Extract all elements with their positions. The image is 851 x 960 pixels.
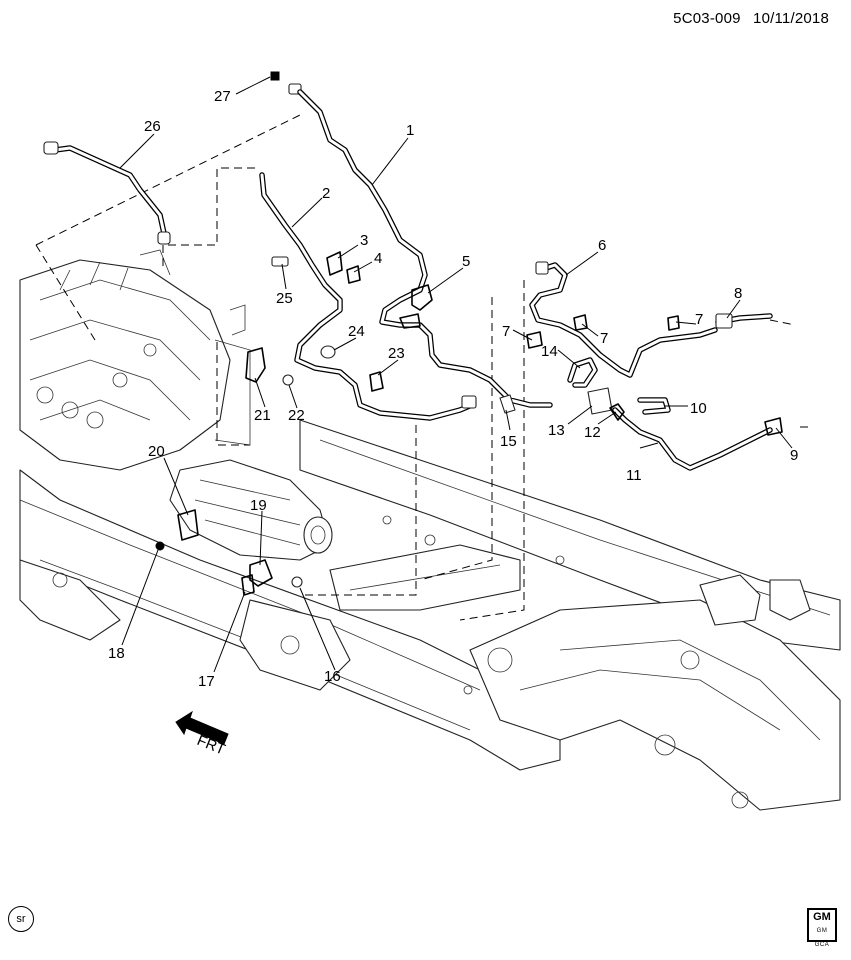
callout-22: 22	[288, 407, 305, 424]
callout-14: 14	[541, 343, 558, 360]
callout-2: 2	[322, 185, 330, 202]
callout-26: 26	[144, 118, 161, 135]
callout-4: 4	[374, 250, 382, 267]
sr-badge: sr	[8, 906, 34, 932]
callout-6: 6	[598, 237, 606, 254]
callout-25: 25	[276, 290, 293, 307]
part-2-tube	[259, 172, 477, 421]
part-11-tube	[612, 407, 773, 471]
callout-7b: 7	[600, 330, 608, 347]
callout-19: 19	[250, 497, 267, 514]
gm-logo: GM GM GCA	[807, 908, 837, 948]
callout-3: 3	[360, 232, 368, 249]
gm-logo-subtext: GM GCA	[814, 928, 830, 948]
callout-18: 18	[108, 645, 125, 662]
callout-17: 17	[198, 673, 215, 690]
callout-1: 1	[406, 122, 414, 139]
leader-lines	[119, 76, 793, 673]
engine-assembly	[19, 249, 333, 561]
callout-15: 15	[500, 433, 517, 450]
exploded-view-lines	[35, 114, 810, 621]
callout-11: 11	[626, 467, 642, 484]
callout-20: 20	[148, 443, 165, 460]
callout-12: 12	[584, 424, 601, 441]
callout-21: 21	[254, 407, 271, 424]
part-8-hose	[715, 313, 773, 329]
callout-8: 8	[734, 285, 742, 302]
part-26-hose	[43, 141, 171, 245]
part-27-fitting	[270, 71, 302, 95]
vehicle-frame	[19, 419, 841, 811]
front-direction-arrow: FRT	[175, 710, 229, 759]
diagram-code: 5C03-009	[673, 10, 741, 27]
callout-24: 24	[348, 323, 365, 340]
callout-7c: 7	[695, 311, 703, 328]
callout-5: 5	[462, 253, 470, 270]
callout-10: 10	[690, 400, 707, 417]
part-1-tube	[297, 89, 553, 408]
diagram-date: 10/11/2018	[753, 10, 829, 27]
callout-16: 16	[324, 668, 341, 685]
callout-13: 13	[548, 422, 565, 439]
part-6-tube	[529, 261, 718, 378]
gm-logo-text: GM	[813, 911, 831, 923]
callout-7a: 7	[502, 323, 510, 340]
callout-9: 9	[790, 447, 798, 464]
callout-numbers: 1 2 3 4 5 6 7 7 7 8 9 10 11 12 13 14 15 …	[108, 88, 798, 690]
diagram-header: 5C03-009 10/11/2018	[665, 10, 829, 27]
callout-23: 23	[388, 345, 405, 362]
callout-27: 27	[214, 88, 231, 105]
